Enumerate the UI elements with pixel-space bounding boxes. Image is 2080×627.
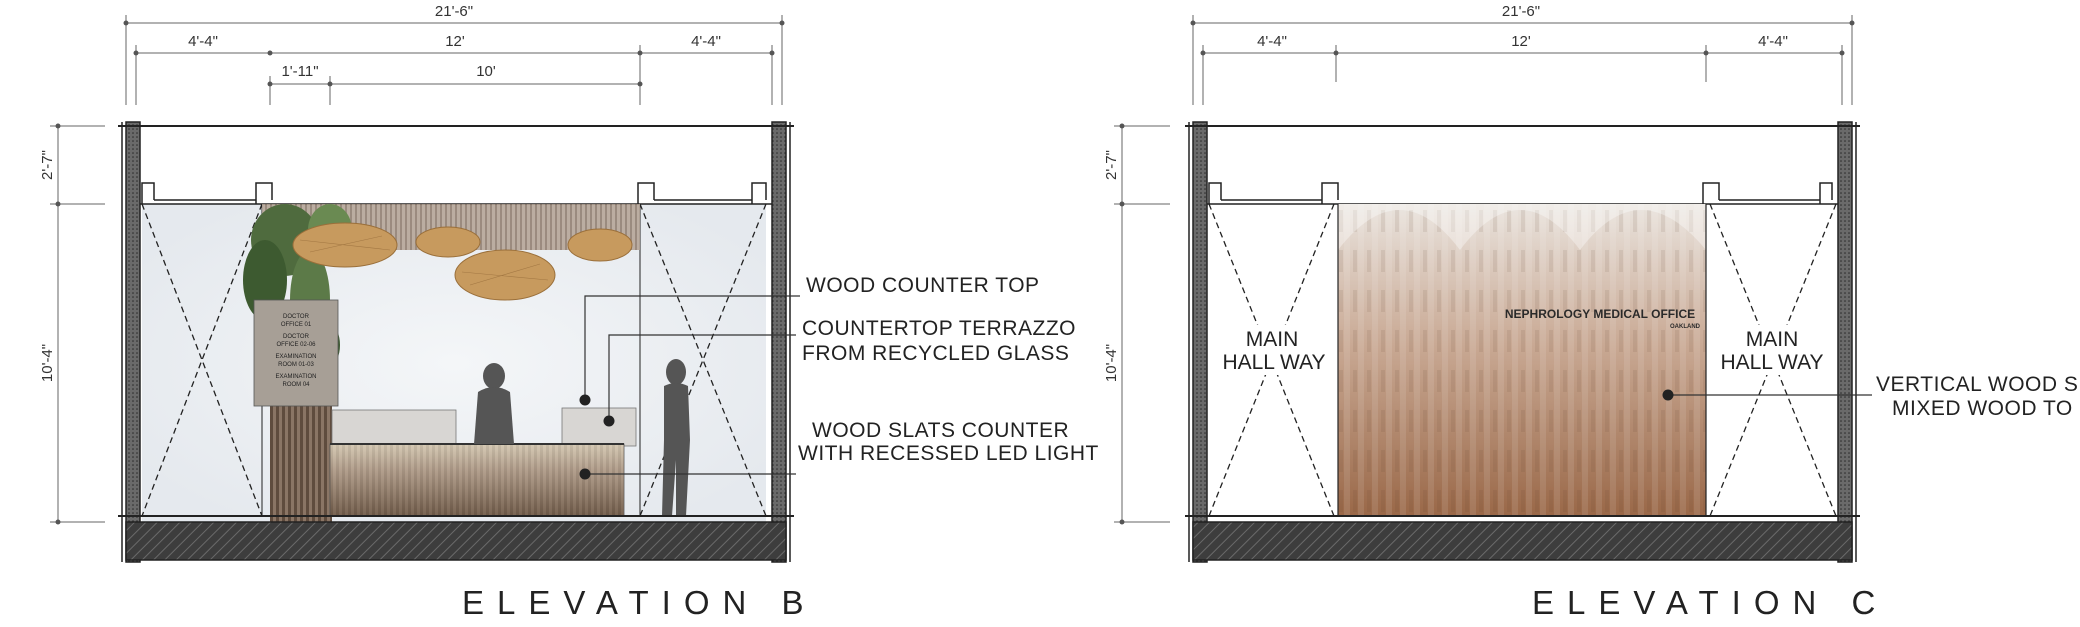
hallway-right-c	[1709, 203, 1837, 517]
wall-right-c	[1837, 121, 1853, 563]
elevation-b-title: ELEVATION B	[462, 584, 817, 621]
sign-line-2: OFFICE 01	[281, 322, 312, 328]
sign-nephrology: NEPHROLOGY MEDICAL OFFICE	[1505, 307, 1695, 321]
dim-total-b: 21'-6"	[435, 3, 473, 20]
dim-sub-b-b: 10'	[476, 63, 496, 80]
dim-middle-c: 12'	[1511, 33, 1531, 50]
hallway-left-line1: MAIN	[1246, 328, 1299, 351]
floor-slab-b	[125, 521, 787, 561]
dim-sub-a-b: 1'-11"	[281, 63, 318, 80]
dimension-lines-side-b	[50, 125, 105, 523]
elevation-c-title: ELEVATION C	[1532, 584, 1888, 621]
sign-line-8: ROOM 04	[282, 382, 310, 388]
wall-left-c	[1192, 121, 1208, 563]
sign-line-6: ROOM 01-03	[278, 362, 314, 368]
dim-left-b: 4'-4"	[188, 33, 218, 50]
dim-lower-side-c: 10'-4"	[1103, 344, 1120, 382]
sign-oakland: OAKLAND	[1670, 324, 1701, 330]
callout-vertical-wood-line2: MIXED WOOD TO	[1892, 397, 2073, 420]
doorway-right-b	[639, 203, 767, 517]
dim-upper-side-c: 2'-7"	[1103, 150, 1120, 180]
callout-wood-slats-line1: WOOD SLATS COUNTER	[812, 419, 1069, 442]
dimension-lines-side-c	[1114, 125, 1170, 523]
floor-slab-c	[1192, 521, 1853, 561]
dim-right-c: 4'-4"	[1758, 33, 1788, 50]
dim-right-b: 4'-4"	[691, 33, 721, 50]
elevation-c: 21'-6" 4'-4" 12' 4'-4" 2'-7" 10'-4"	[1103, 3, 2078, 621]
hallway-left-line2: HALL WAY	[1222, 351, 1325, 374]
dim-upper-side-b: 2'-7"	[39, 150, 56, 180]
callout-wood-slats-line2: WITH RECESSED LED LIGHT	[798, 442, 1099, 465]
callout-terrazzo-line2: FROM RECYCLED GLASS	[802, 342, 1069, 365]
sign-line-3: DOCTOR	[283, 334, 310, 340]
callout-vertical-wood-line1: VERTICAL WOOD S	[1876, 373, 2078, 396]
sign-line-7: EXAMINATION	[276, 374, 317, 380]
dim-lower-side-b: 10'-4"	[39, 344, 56, 382]
elevation-b: 21'-6" 4'-4" 12' 4'-4" 1'-11" 10' 2'-7" …	[39, 3, 1099, 621]
person-silhouettes	[474, 359, 690, 516]
sign-line-4: OFFICE 02-06	[276, 342, 316, 348]
callout-leaders-b	[584, 295, 800, 475]
hallway-left-c	[1208, 203, 1335, 517]
hallway-right-line2: HALL WAY	[1720, 351, 1823, 374]
dim-left-c: 4'-4"	[1257, 33, 1287, 50]
callout-wood-counter-top: WOOD COUNTER TOP	[806, 274, 1040, 297]
dimension-lines-top-c	[1192, 15, 1853, 105]
callout-terrazzo-line1: COUNTERTOP TERRAZZO	[802, 317, 1076, 340]
wall-right-b	[771, 121, 787, 563]
directory-sign-totem: DOCTOR OFFICE 01 DOCTOR OFFICE 02-06 EXA…	[253, 299, 339, 522]
dimension-lines-top	[125, 15, 783, 105]
sign-line-5: EXAMINATION	[276, 354, 317, 360]
dim-total-c: 21'-6"	[1502, 3, 1540, 20]
wall-left-b	[125, 121, 141, 563]
dim-middle-b: 12'	[445, 33, 465, 50]
sign-line-1: DOCTOR	[283, 314, 310, 320]
hallway-right-line1: MAIN	[1746, 328, 1799, 351]
reception-counter	[329, 407, 637, 517]
doorway-left-b	[141, 203, 263, 517]
